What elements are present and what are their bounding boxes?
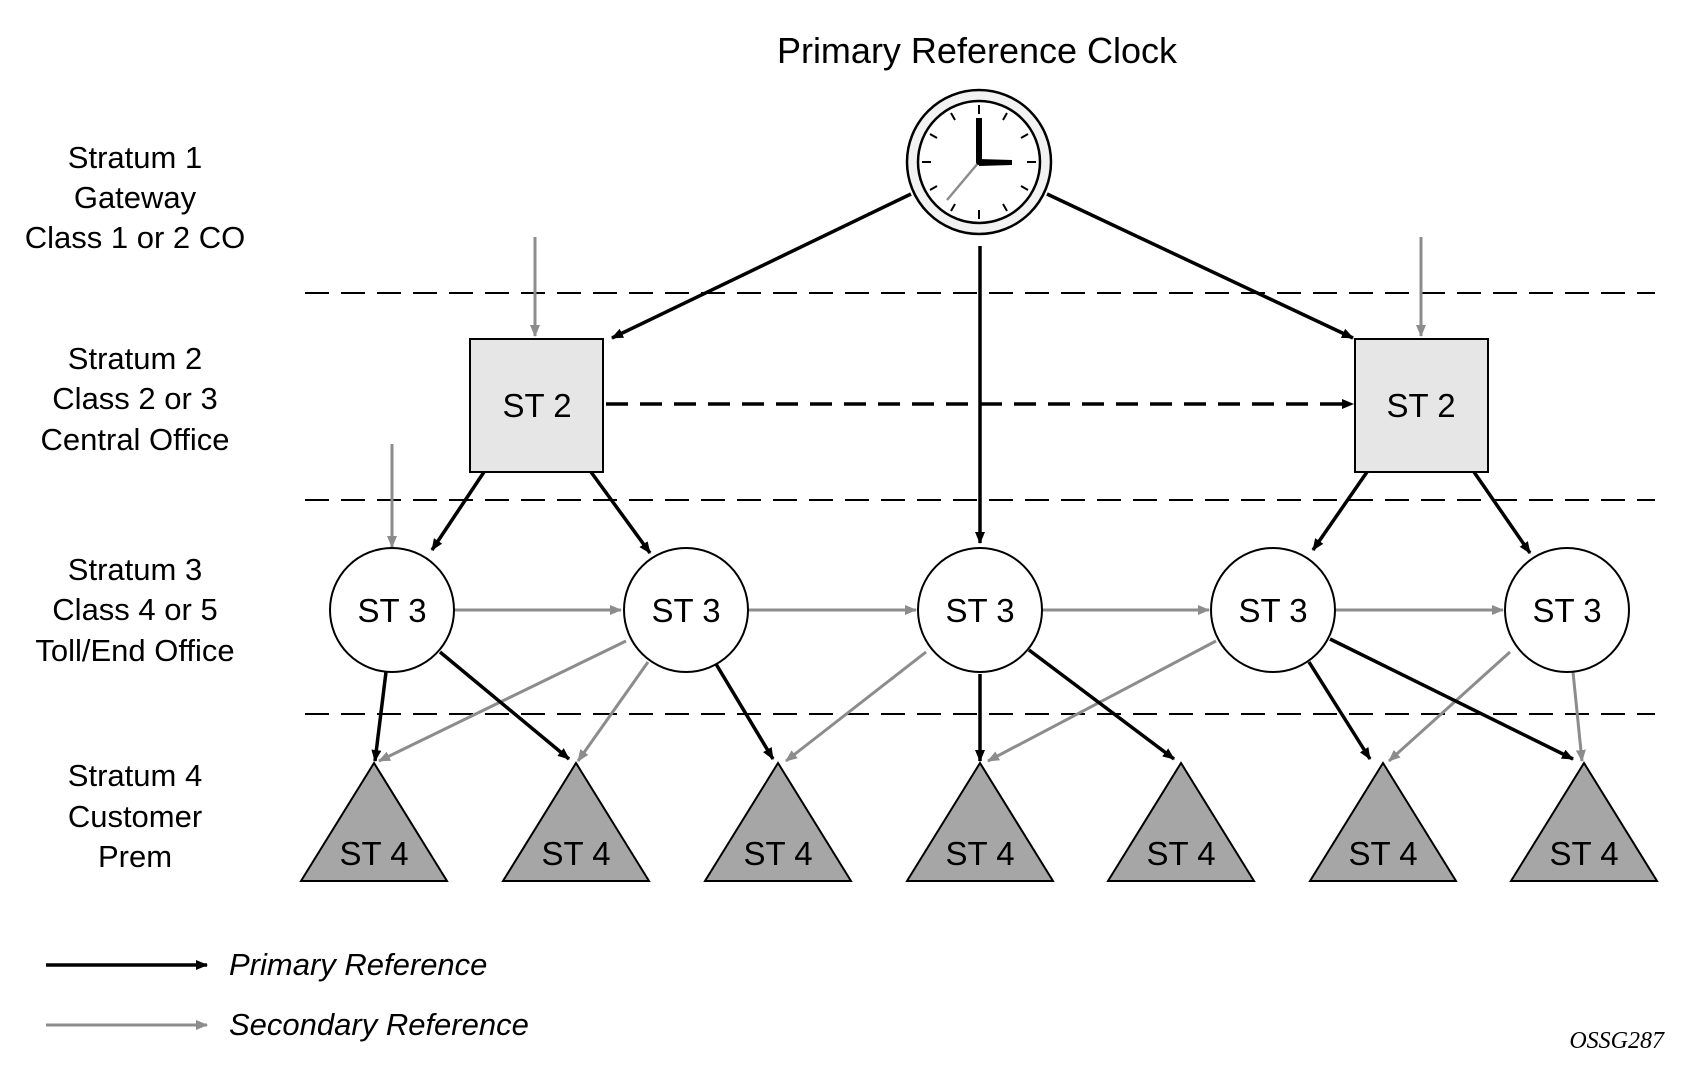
st4-7-label: ST 4 <box>1549 835 1618 872</box>
primary-arrow-st2-left-to-st3-1 <box>430 471 486 551</box>
st3-node-3: ST 3 <box>917 547 1043 673</box>
st3-5-label: ST 3 <box>1532 592 1601 629</box>
primary-arrow-st3-3-to-st4-5 <box>1027 648 1176 761</box>
stratum-1-label: Stratum 1 Gateway Class 1 or 2 CO <box>25 140 246 255</box>
secondary-reference-arrows <box>378 237 1586 763</box>
stratum-2-line-1: Stratum 2 <box>68 341 202 376</box>
stratum-2-label: Stratum 2 Class 2 or 3 Central Office <box>41 341 230 457</box>
stratum-3-line-1: Stratum 3 <box>68 552 202 587</box>
stratum-1-line-2: Gateway <box>74 180 197 215</box>
st4-1-label: ST 4 <box>339 835 408 872</box>
st2-left-label: ST 2 <box>502 387 571 424</box>
primary-arrow-st3-1-to-st4-1 <box>371 671 388 762</box>
primary-arrow-st2-right-to-st3-5 <box>1472 471 1532 554</box>
stratum-4-line-2: Customer <box>68 799 202 834</box>
st4-4-label: ST 4 <box>945 835 1014 872</box>
primary-arrow-st2-right-to-st3-4 <box>1311 471 1369 551</box>
st4-6-label: ST 4 <box>1348 835 1417 872</box>
st3-2-label: ST 3 <box>651 592 720 629</box>
st4-2-label: ST 4 <box>541 835 610 872</box>
stratum-3-line-2: Class 4 or 5 <box>52 592 217 627</box>
stratum-2-line-3: Central Office <box>41 422 230 457</box>
stratum-4-line-1: Stratum 4 <box>68 758 202 793</box>
primary-arrow-st3-4-to-st4-6 <box>1307 661 1372 760</box>
legend: Primary Reference Secondary Reference <box>46 947 529 1042</box>
primary-arrow-prc-to-st2-right <box>1046 192 1354 340</box>
secondary-arrow-st3-4-to-st4-4 <box>987 639 1217 763</box>
stratum-1-line-3: Class 1 or 2 CO <box>25 220 246 255</box>
secondary-arrow-st3-5-to-st4-6 <box>1387 650 1512 763</box>
st3-1-label: ST 3 <box>357 592 426 629</box>
figure-code: OSSG287 <box>1569 1028 1665 1054</box>
st4-5-label: ST 4 <box>1146 835 1215 872</box>
st2-right-label: ST 2 <box>1386 387 1455 424</box>
primary-arrow-st2-left-to-st3-2 <box>589 470 652 555</box>
primary-reference-clock-icon <box>905 88 1053 236</box>
st4-node-3: ST 4 <box>703 761 853 882</box>
primary-reference-arrows <box>371 192 1574 762</box>
st4-node-7: ST 4 <box>1509 761 1659 882</box>
st4-node-4: ST 4 <box>905 761 1055 882</box>
stratum-2-line-2: Class 2 or 3 <box>52 381 217 416</box>
st3-node-2: ST 3 <box>623 547 749 673</box>
stratum-3-label: Stratum 3 Class 4 or 5 Toll/End Office <box>35 552 234 668</box>
st2-node-left: ST 2 <box>469 338 604 473</box>
secondary-arrow-st3-5-to-st4-7 <box>1571 671 1586 762</box>
st3-3-label: ST 3 <box>945 592 1014 629</box>
primary-arrow-st3-4-to-st4-7 <box>1329 637 1574 761</box>
st4-node-5: ST 4 <box>1106 761 1256 882</box>
primary-arrow-prc-to-st2-left <box>611 192 912 340</box>
legend-primary-label: Primary Reference <box>229 947 487 982</box>
secondary-arrow-st3-2-to-st4-2 <box>576 661 650 762</box>
stratum-4-label: Stratum 4 Customer Prem <box>68 758 202 874</box>
diagram-title: Primary Reference Clock <box>777 30 1178 71</box>
primary-arrow-st3-2-to-st4-3 <box>714 663 775 760</box>
st4-3-label: ST 4 <box>743 835 812 872</box>
st4-node-6: ST 4 <box>1308 761 1458 882</box>
stratum-separators <box>305 292 1655 715</box>
st4-node-2: ST 4 <box>501 761 651 882</box>
st3-node-5: ST 3 <box>1504 547 1630 673</box>
st3-node-1: ST 3 <box>329 547 455 673</box>
secondary-arrow-st3-2-to-st4-1 <box>378 639 627 763</box>
st3-node-4: ST 3 <box>1210 547 1336 673</box>
primary-arrow-st3-1-to-st4-2 <box>438 650 571 761</box>
stratum-4-line-3: Prem <box>98 839 172 874</box>
stratum-3-line-3: Toll/End Office <box>35 633 234 668</box>
stratum-1-line-1: Stratum 1 <box>68 140 202 175</box>
st3-4-label: ST 3 <box>1238 592 1307 629</box>
st2-node-right: ST 2 <box>1354 338 1489 473</box>
st4-node-1: ST 4 <box>299 761 449 882</box>
secondary-arrow-st3-3-to-st4-3 <box>785 650 927 763</box>
legend-secondary-label: Secondary Reference <box>229 1007 529 1042</box>
